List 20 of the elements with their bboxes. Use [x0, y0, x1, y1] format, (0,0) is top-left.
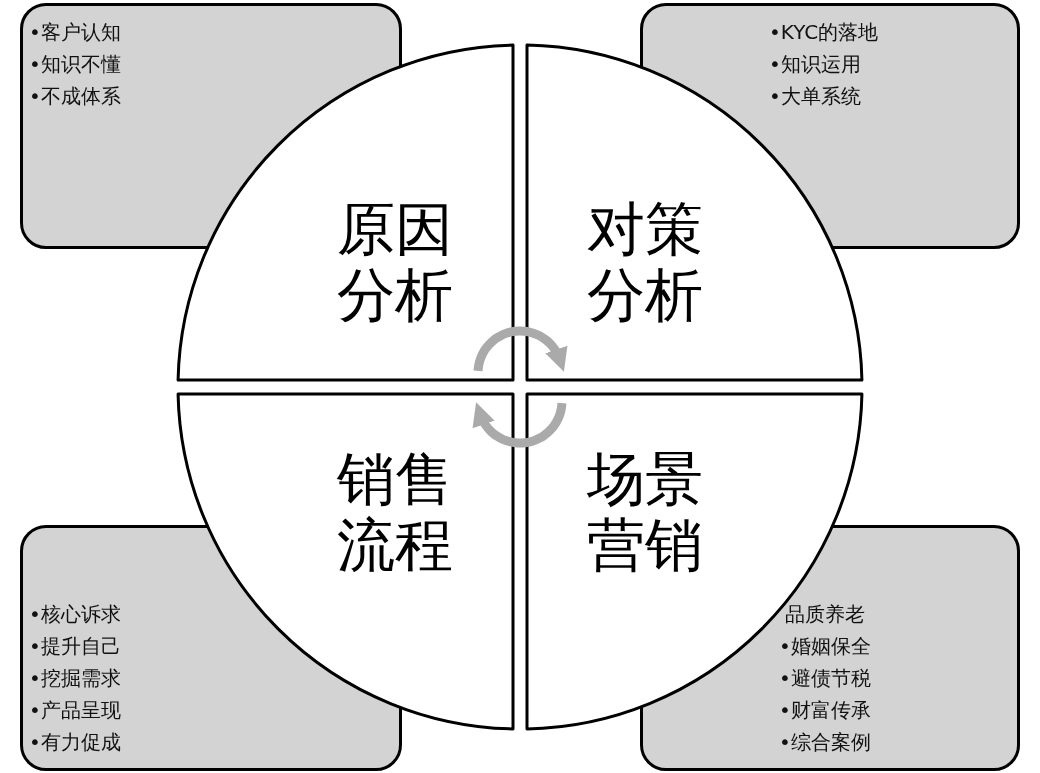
- list-item: •知识不懂: [29, 51, 121, 78]
- list-item: •综合案例: [779, 729, 871, 756]
- list-item: •客户认知: [29, 19, 121, 46]
- list-item: •避债节税: [779, 665, 871, 692]
- quadrant-title: 销售流程: [335, 446, 454, 578]
- list-item: •提升自己: [29, 633, 121, 660]
- quadrant-title: 场景营销: [585, 446, 704, 578]
- quadrant-title: 对策分析: [585, 196, 704, 328]
- list-item: •财富传承: [779, 697, 871, 724]
- list-item: •大单系统: [769, 83, 861, 110]
- list-item: •产品呈现: [29, 697, 121, 724]
- list-item: •有力促成: [29, 729, 121, 756]
- list-item: •挖掘需求: [29, 665, 121, 692]
- list-item: •婚姻保全: [779, 633, 871, 660]
- list-item: •知识运用: [769, 51, 861, 78]
- quadrant-title: 原因分析: [335, 196, 454, 328]
- list-item: •KYC的落地: [769, 19, 879, 46]
- list-item: •核心诉求: [29, 601, 121, 628]
- list-item: 品质养老: [785, 601, 865, 628]
- list-item: •不成体系: [29, 83, 121, 110]
